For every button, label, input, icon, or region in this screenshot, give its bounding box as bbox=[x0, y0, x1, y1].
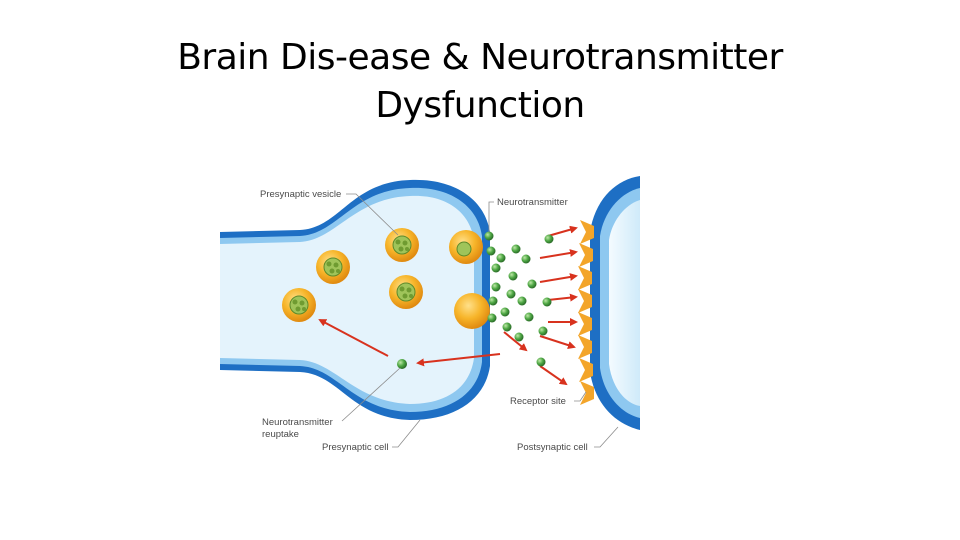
arrow bbox=[548, 228, 576, 236]
receptor-site bbox=[578, 266, 592, 290]
arrow bbox=[540, 276, 576, 282]
receptor-site bbox=[578, 289, 592, 313]
neurotransmitter-molecule bbox=[492, 264, 501, 273]
neurotransmitter-molecule bbox=[528, 280, 537, 289]
presynaptic-vesicle bbox=[385, 228, 419, 262]
neurotransmitter-molecule bbox=[512, 245, 521, 254]
label-postsynaptic-cell: Postsynaptic cell bbox=[517, 442, 588, 453]
presynaptic-vesicle bbox=[316, 250, 350, 284]
presynaptic-cytoplasm bbox=[220, 196, 474, 404]
neurotransmitter-molecule bbox=[515, 333, 524, 342]
arrow bbox=[548, 297, 576, 300]
neurotransmitter-molecule bbox=[518, 297, 527, 306]
label-neurotransmitter: Neurotransmitter bbox=[497, 197, 568, 208]
neurotransmitter-molecule bbox=[539, 327, 548, 336]
neurotransmitter-molecule bbox=[503, 323, 512, 332]
label-receptor-site: Receptor site bbox=[510, 396, 566, 407]
neurotransmitter-molecule bbox=[397, 359, 407, 369]
neurotransmitter-molecule bbox=[501, 308, 510, 317]
leader-line-presynaptic-cell bbox=[392, 420, 420, 447]
fusing-vesicle bbox=[454, 293, 490, 329]
neurotransmitter-molecule bbox=[497, 254, 506, 263]
neurotransmitter-molecule bbox=[487, 247, 496, 256]
postsynaptic-cytoplasm bbox=[609, 200, 640, 406]
neurotransmitter-molecule bbox=[522, 255, 531, 264]
leader-line-neurotransmitter bbox=[489, 202, 494, 232]
neurotransmitter-molecule bbox=[492, 283, 501, 292]
neurotransmitter-molecule bbox=[488, 314, 497, 323]
receptor-site bbox=[578, 312, 592, 336]
neurotransmitter-molecule bbox=[543, 298, 552, 307]
arrow bbox=[540, 252, 576, 258]
neurotransmitter-molecule bbox=[537, 358, 546, 367]
postsynaptic-cell bbox=[590, 176, 640, 430]
fusing-vesicle bbox=[449, 230, 483, 264]
label-reuptake-line-1: Neurotransmitter bbox=[262, 417, 333, 428]
neurotransmitter-molecule bbox=[485, 232, 494, 241]
neurotransmitter-molecule bbox=[489, 297, 498, 306]
leader-line-postsynaptic-cell bbox=[594, 427, 618, 447]
arrow bbox=[540, 336, 574, 347]
receptor-site bbox=[578, 335, 592, 359]
label-reuptake-line-2: reuptake bbox=[262, 429, 299, 440]
label-presynaptic-vesicle: Presynaptic vesicle bbox=[260, 189, 341, 200]
presynaptic-cell bbox=[220, 180, 490, 420]
neurotransmitter-molecule bbox=[525, 313, 534, 322]
neurotransmitter-molecule bbox=[545, 235, 554, 244]
arrow bbox=[540, 366, 566, 384]
presynaptic-vesicle bbox=[282, 288, 316, 322]
label-presynaptic-cell: Presynaptic cell bbox=[322, 442, 389, 453]
receptor-site bbox=[580, 381, 594, 405]
presynaptic-vesicle bbox=[389, 275, 423, 309]
neurotransmitter-molecule bbox=[509, 272, 518, 281]
neurotransmitter-molecule bbox=[507, 290, 516, 299]
